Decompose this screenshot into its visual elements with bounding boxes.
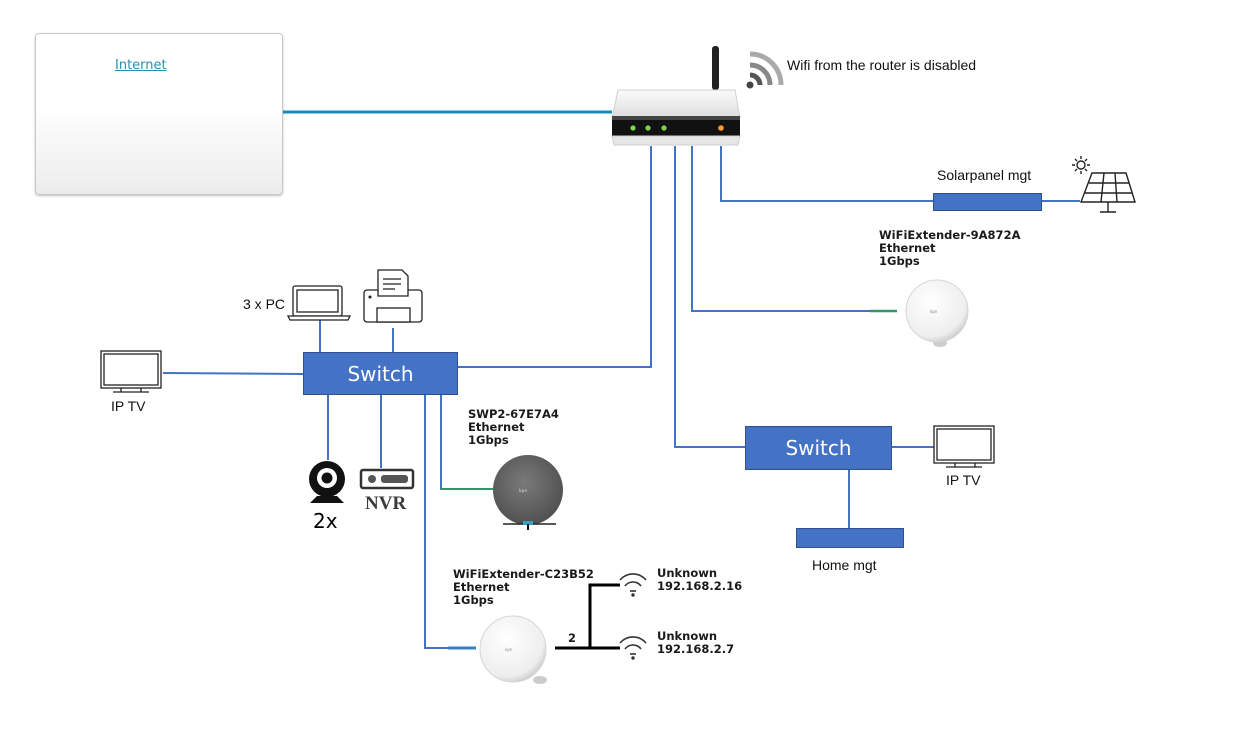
solarpanel-mgt-box[interactable] bbox=[933, 193, 1042, 211]
tv-icon bbox=[933, 425, 995, 468]
nvr-icon bbox=[359, 468, 415, 490]
client-name: Unknown bbox=[657, 629, 718, 643]
swp2-icon: kpn bbox=[493, 455, 563, 530]
home-mgt-box[interactable] bbox=[796, 528, 904, 548]
router-led bbox=[630, 125, 636, 131]
internet-link[interactable]: Internet bbox=[115, 58, 167, 73]
nvr-label: NVR bbox=[365, 493, 407, 514]
router-led bbox=[718, 125, 724, 131]
webcam-icon bbox=[309, 461, 345, 503]
extender-connection: Ethernet bbox=[453, 580, 510, 594]
link-router-right-switch bbox=[674, 146, 745, 448]
extender-speed: 1Gbps bbox=[879, 254, 920, 268]
tv-icon bbox=[100, 350, 162, 393]
link-router-extender-9a872a bbox=[691, 146, 870, 312]
camera-count-label: 2x bbox=[313, 509, 338, 533]
router-led bbox=[645, 125, 651, 131]
right-tv-label: IP TV bbox=[946, 472, 981, 488]
svg-text:kpn: kpn bbox=[505, 647, 513, 652]
left-tv-label: IP TV bbox=[111, 398, 146, 414]
wifi-client[interactable]: Unknown 192.168.2.16 bbox=[657, 567, 742, 593]
link-switch-tv bbox=[162, 372, 304, 375]
link-router-left-switch bbox=[457, 146, 652, 368]
client-ip: 192.168.2.7 bbox=[657, 642, 735, 656]
extender-9a872a-icon: kpn bbox=[905, 279, 969, 347]
client-name: Unknown bbox=[657, 566, 718, 580]
link-switch-extender-c23b52 bbox=[424, 394, 450, 649]
wifi-client-icon bbox=[619, 636, 647, 660]
svg-text:kpn: kpn bbox=[519, 488, 527, 494]
router-led bbox=[661, 125, 667, 131]
extender-9a872a-label: WiFiExtender-9A872A Ethernet 1Gbps bbox=[879, 229, 1020, 268]
swp2-label: SWP2-67E7A4 Ethernet 1Gbps bbox=[468, 408, 559, 447]
swp2-name: SWP2-67E7A4 bbox=[468, 407, 559, 421]
right-switch[interactable]: Switch bbox=[745, 426, 892, 470]
router-icon bbox=[611, 46, 741, 146]
client-count-label: 2 bbox=[568, 631, 577, 645]
wifi-client[interactable]: Unknown 192.168.2.7 bbox=[657, 630, 734, 656]
solarpanel-label: Solarpanel mgt bbox=[937, 167, 1032, 183]
wifi-client-links bbox=[555, 583, 620, 650]
solar-panel-icon bbox=[1072, 156, 1136, 213]
printer-icon bbox=[363, 269, 423, 323]
pc-label: 3 x PC bbox=[243, 296, 286, 312]
extender-connection: Ethernet bbox=[879, 241, 936, 255]
extender-name: WiFiExtender-C23B52 bbox=[453, 567, 594, 581]
router-wifi-status: Wifi from the router is disabled bbox=[787, 57, 976, 73]
extender-speed: 1Gbps bbox=[453, 593, 494, 607]
extender-c23b52-label: WiFiExtender-C23B52 Ethernet 1Gbps bbox=[453, 568, 594, 607]
router-links bbox=[457, 146, 1080, 448]
laptop-icon bbox=[286, 285, 352, 321]
router-wifi-status-text: Wifi from the router is disabled bbox=[787, 57, 977, 73]
swp2-connection: Ethernet bbox=[468, 420, 525, 434]
wifi-signal-icon bbox=[746, 51, 784, 89]
home-mgt-label: Home mgt bbox=[812, 557, 877, 573]
wifi-client-icon bbox=[619, 573, 647, 597]
swp2-speed: 1Gbps bbox=[468, 433, 509, 447]
svg-text:kpn: kpn bbox=[930, 309, 938, 314]
left-switch[interactable]: Switch bbox=[303, 352, 458, 395]
link-switch-swp2 bbox=[440, 394, 455, 490]
link-router-solarpanel bbox=[720, 146, 934, 202]
extender-c23b52-icon: kpn bbox=[479, 615, 547, 684]
internet-card bbox=[35, 33, 283, 195]
right-switch-links bbox=[848, 446, 934, 528]
extender-name: WiFiExtender-9A872A bbox=[879, 228, 1021, 242]
client-ip: 192.168.2.16 bbox=[657, 579, 743, 593]
